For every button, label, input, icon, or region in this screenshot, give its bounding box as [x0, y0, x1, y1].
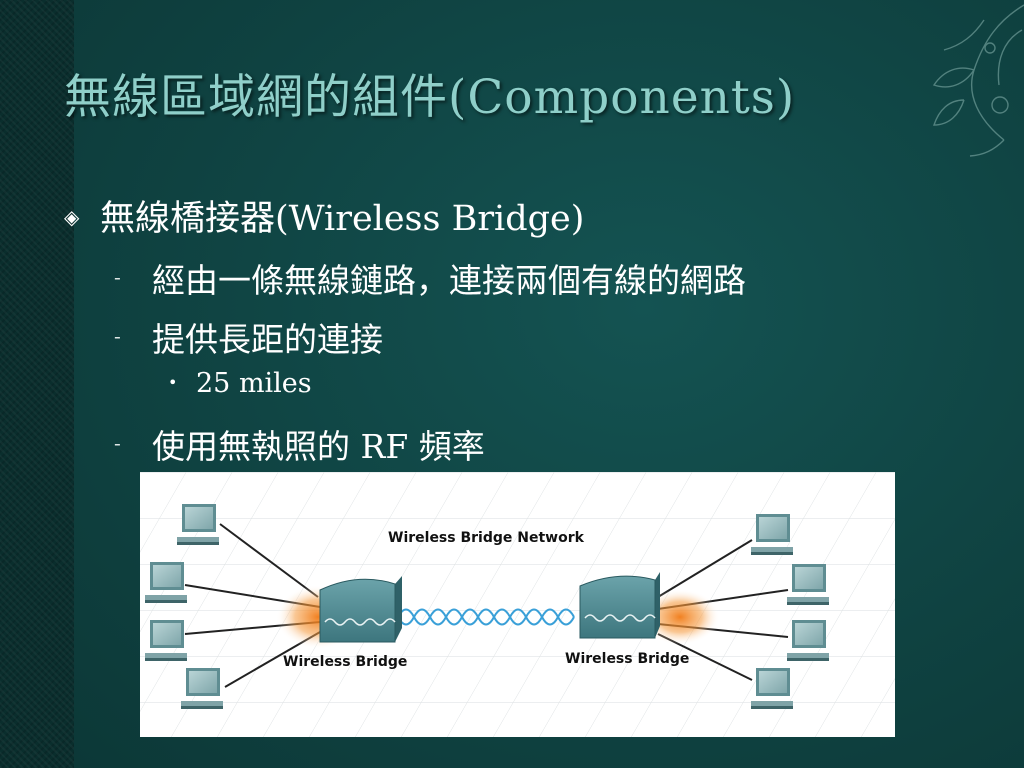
dash-marker: -	[114, 265, 121, 289]
sub-item-rf-frequency: - 使用無執照的 RF 頻率	[114, 420, 485, 468]
computer-icon	[145, 562, 187, 603]
wireless-bridge-network-diagram: Wireless Bridge Network Wireless Bridge …	[140, 472, 895, 737]
dot-bullet-icon: •	[168, 373, 178, 392]
computer-icon	[751, 514, 793, 555]
left-bridge-device-icon	[319, 576, 402, 643]
sub-sub-item-distance: • 25 miles	[168, 368, 312, 399]
diamond-bullet-icon: ◈	[64, 205, 80, 229]
dash-marker: -	[114, 431, 121, 455]
sub-item-text: 使用無執照的 RF 頻率	[152, 427, 485, 466]
sub-item-wireless-link: - 經由一條無線鏈路，連接兩個有線的網路	[114, 254, 746, 302]
left-pattern-band	[0, 0, 74, 768]
bullet-text: 無線橋接器(Wireless Bridge)	[100, 199, 585, 239]
grid-background	[140, 472, 895, 737]
dash-marker: -	[114, 324, 121, 348]
wireless-signal-wave	[397, 608, 575, 626]
computer-icon	[177, 504, 219, 545]
sub-sub-item-text: 25 miles	[196, 368, 312, 399]
diagram-graphic	[140, 472, 895, 737]
bullet-wireless-bridge: ◈ 無線橋接器(Wireless Bridge)	[64, 190, 584, 241]
slide-title: 無線區域網的組件(Components)	[64, 70, 796, 125]
computer-icon	[145, 620, 187, 661]
floral-ornament-icon	[932, 4, 1024, 157]
sub-item-long-distance: - 提供長距的連接	[114, 313, 383, 361]
right-bridge-device-icon	[579, 572, 660, 639]
computer-icon	[787, 564, 829, 605]
computer-icon	[787, 620, 829, 661]
diagram-network-title: Wireless Bridge Network	[388, 530, 584, 546]
sub-item-text: 經由一條無線鏈路，連接兩個有線的網路	[152, 261, 746, 300]
right-bridge-label: Wireless Bridge	[565, 651, 690, 667]
computer-icon	[181, 668, 223, 709]
sub-item-text: 提供長距的連接	[152, 320, 383, 359]
computer-icon	[751, 668, 793, 709]
left-bridge-label: Wireless Bridge	[283, 654, 408, 670]
